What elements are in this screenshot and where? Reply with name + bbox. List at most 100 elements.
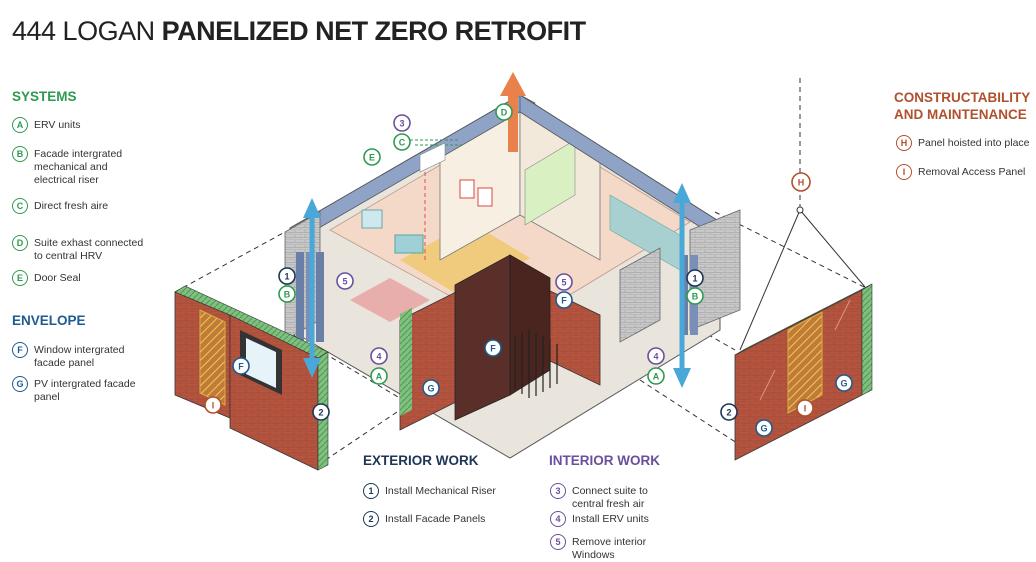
callout-5-right-text: 5 bbox=[561, 278, 566, 288]
legend-item-f: F Window intergrated facade panel bbox=[12, 342, 132, 370]
envelope-heading: ENVELOPE bbox=[12, 313, 86, 328]
legend-item-2: 2 Install Facade Panels bbox=[363, 511, 523, 527]
interior-window-2 bbox=[477, 187, 493, 207]
right-panel-pv-sheen bbox=[759, 299, 851, 401]
legend-text-1: Install Mechanical Riser bbox=[385, 485, 496, 497]
legend-badge-a: A bbox=[12, 117, 28, 133]
callout-a-right: A bbox=[647, 367, 665, 385]
callout-c-text: C bbox=[399, 138, 406, 148]
legend-badge-1: 1 bbox=[363, 483, 379, 499]
callout-a-left-text: A bbox=[376, 372, 383, 382]
callout-3: 3 bbox=[393, 114, 411, 132]
constructability-heading: CONSTRUCTABILITY AND MAINTENANCE bbox=[894, 89, 1030, 123]
legend-badge-2: 2 bbox=[363, 511, 379, 527]
legend-text-2: Install Facade Panels bbox=[385, 513, 486, 525]
legend-item-i: I Removal Access Panel bbox=[896, 164, 1032, 180]
callout-b-left-text: B bbox=[284, 290, 291, 300]
callout-1-right: 1 bbox=[686, 269, 704, 287]
callout-a-left: A bbox=[370, 367, 388, 385]
grey-wall-mid bbox=[619, 247, 661, 343]
hoist-cables bbox=[739, 209, 866, 351]
legend-badge-f: F bbox=[12, 342, 28, 358]
legend-badge-b: B bbox=[12, 146, 28, 162]
right-panel-edge bbox=[861, 283, 873, 396]
legend-item-e: E Door Seal bbox=[12, 270, 152, 286]
callout-i-right-text: I bbox=[804, 404, 807, 414]
diagram-callouts: D 3 C E H 1 B 5 5 F 1 B 4 A 4 A F G F I … bbox=[204, 103, 853, 437]
exhaust-arrow bbox=[500, 72, 526, 152]
wood-floor bbox=[400, 222, 530, 296]
bathroom-wall bbox=[524, 139, 576, 226]
callout-e-text: E bbox=[369, 153, 375, 163]
callout-b-left: B bbox=[278, 285, 296, 303]
constructability-heading-line2: AND MAINTENANCE bbox=[894, 107, 1027, 122]
callout-d: D bbox=[495, 103, 513, 121]
callout-4-left: 4 bbox=[370, 347, 388, 365]
balcony-door-right bbox=[509, 254, 551, 396]
callout-i-left: I bbox=[204, 396, 222, 414]
legend-text-b: Facade intergrated mechanical and electr… bbox=[34, 148, 123, 186]
legend-text-g: PV intergrated facade panel bbox=[34, 378, 136, 403]
legend-item-c: C Direct fresh aire bbox=[12, 198, 152, 214]
callout-f-left-panel: F bbox=[232, 357, 250, 375]
callout-g-right-2: G bbox=[835, 374, 853, 392]
left-access-panel bbox=[199, 309, 226, 406]
legend-item-b: B Facade intergrated mechanical and elec… bbox=[12, 146, 137, 187]
callout-h-text: H bbox=[798, 178, 805, 188]
callout-d-text: D bbox=[501, 108, 508, 118]
legend-item-a: A ERV units bbox=[12, 117, 152, 133]
legend-text-d: Suite exhast connected to central HRV bbox=[34, 237, 144, 262]
callout-b-right-text: B bbox=[692, 292, 699, 302]
legend-badge-5: 5 bbox=[550, 534, 566, 550]
legend-badge-3: 3 bbox=[550, 483, 566, 499]
callout-g-center: G bbox=[422, 379, 440, 397]
legend-text-e: Door Seal bbox=[34, 272, 81, 284]
riser-arrow-right-up bbox=[673, 183, 691, 203]
legend-item-1: 1 Install Mechanical Riser bbox=[363, 483, 523, 499]
center-panel-insulation bbox=[400, 308, 412, 416]
page-title: 444 LOGAN PANELIZED NET ZERO RETROFIT bbox=[12, 16, 586, 47]
callout-c: C bbox=[393, 133, 411, 151]
legend-item-d: D Suite exhast connected to central HRV bbox=[12, 235, 144, 263]
legend-text-3: Connect suite to central fresh air bbox=[572, 485, 648, 510]
callout-f-left-panel-text: F bbox=[238, 362, 244, 372]
legend-badge-c: C bbox=[12, 198, 28, 214]
constructability-heading-line1: CONSTRUCTABILITY bbox=[894, 90, 1031, 105]
callout-2-right: 2 bbox=[720, 403, 738, 421]
legend-badge-e: E bbox=[12, 270, 28, 286]
legend-badge-4: 4 bbox=[550, 511, 566, 527]
legend-item-h: H Panel hoisted into place bbox=[896, 135, 1032, 151]
callout-i-right: I bbox=[796, 399, 814, 417]
legend-badge-g: G bbox=[12, 376, 28, 392]
callout-4-right-text: 4 bbox=[653, 352, 658, 362]
callout-2-left: 2 bbox=[312, 403, 330, 421]
callout-5-right: 5 bbox=[555, 273, 573, 291]
right-access-panel bbox=[787, 311, 823, 414]
wall-art bbox=[361, 209, 383, 229]
fresh-air-lines bbox=[410, 139, 465, 146]
callout-2-left-text: 2 bbox=[318, 408, 323, 418]
callout-1-left-text: 1 bbox=[284, 272, 289, 282]
legend-item-g: G PV intergrated facade panel bbox=[12, 376, 144, 404]
callout-f-center-right: F bbox=[555, 291, 573, 309]
callout-g-right-1: G bbox=[755, 419, 773, 437]
legend-badge-h: H bbox=[896, 135, 912, 151]
riser-arrow-left-up bbox=[303, 198, 321, 218]
callout-a-right-text: A bbox=[653, 372, 660, 382]
riser-arrow-right-down bbox=[673, 368, 691, 388]
legend-text-i: Removal Access Panel bbox=[918, 166, 1026, 178]
callout-5-left: 5 bbox=[336, 272, 354, 290]
exterior-work-heading: EXTERIOR WORK bbox=[363, 453, 479, 468]
callout-5-left-text: 5 bbox=[342, 277, 347, 287]
callout-2-right-text: 2 bbox=[726, 408, 731, 418]
callout-1-left: 1 bbox=[278, 267, 296, 285]
callout-f-center: F bbox=[484, 339, 502, 357]
callout-f-center-right-text: F bbox=[561, 296, 567, 306]
callout-i-left-text: I bbox=[212, 401, 215, 411]
callout-4-left-text: 4 bbox=[376, 352, 381, 362]
callout-g-center-text: G bbox=[427, 384, 434, 394]
legend-item-3: 3 Connect suite to central fresh air bbox=[550, 483, 680, 511]
callout-3-text: 3 bbox=[399, 119, 404, 129]
legend-item-4: 4 Install ERV units bbox=[550, 511, 680, 527]
